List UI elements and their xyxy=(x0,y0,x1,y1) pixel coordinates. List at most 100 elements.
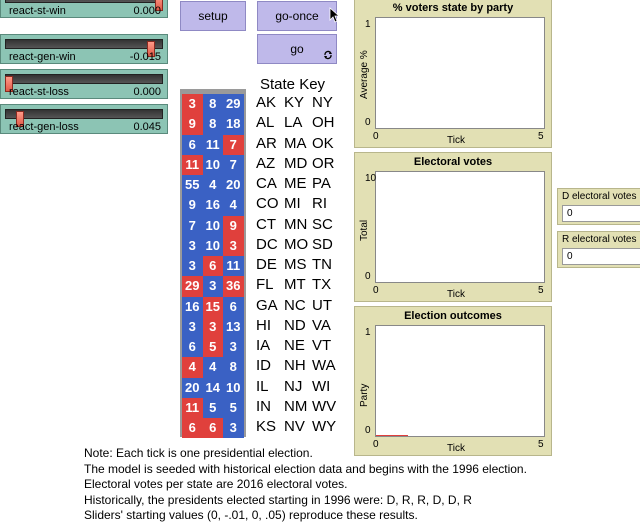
state-abbrev: KS xyxy=(256,418,277,435)
state-abbrev: VA xyxy=(312,316,331,334)
grid-cell: 3 xyxy=(223,418,244,439)
slider-label: react-gen-loss xyxy=(9,121,79,133)
grid-cell: 18 xyxy=(223,114,244,135)
grid-cell: 6 xyxy=(223,296,244,317)
state-abbrev: MO xyxy=(284,235,309,253)
state-abbrev: AZ xyxy=(256,154,276,172)
note-line: The model is seeded with historical elec… xyxy=(84,461,527,476)
grid-cell: 10 xyxy=(223,377,244,398)
grid-cell: 8 xyxy=(202,114,223,135)
grid-cell: 5 xyxy=(202,337,223,358)
plot-xmin: 0 xyxy=(373,285,379,296)
go-button[interactable]: go xyxy=(257,34,337,64)
plot-ymax: 1 xyxy=(365,19,371,30)
state-abbrev: HI xyxy=(256,316,271,334)
state-abbrev: CO xyxy=(256,195,279,213)
state-abbrev: IA xyxy=(256,337,271,354)
plot-area xyxy=(375,325,545,437)
plot-ymax: 10 xyxy=(365,173,377,184)
state-abbrev: KY xyxy=(284,94,305,111)
grid-cell: 9 xyxy=(223,215,244,236)
slider-thumb[interactable] xyxy=(154,0,163,11)
state-abbrev: OR xyxy=(312,154,335,172)
grid-cell: 14 xyxy=(202,377,223,398)
state-abbrev: NY xyxy=(312,94,333,111)
grid-cell: 7 xyxy=(223,134,244,155)
slider-thumb[interactable] xyxy=(147,41,156,57)
note-line: Electoral votes per state are 2016 elect… xyxy=(84,477,348,491)
state-abbrev: FL xyxy=(256,276,274,294)
grid-cell: 3 xyxy=(223,337,244,358)
state-abbrev: NH xyxy=(284,357,306,375)
state-abbrev: SC xyxy=(312,215,333,233)
state-abbrev: TN xyxy=(312,256,332,273)
plot-ymin: 0 xyxy=(365,425,371,436)
monitor-label: D electoral votes xyxy=(562,191,637,202)
grid-cell: 3 xyxy=(182,235,203,256)
state-abbrev: ID xyxy=(256,357,271,375)
state-abbrev: NE xyxy=(284,337,305,354)
react-gen-loss-slider[interactable]: react-gen-loss 0.045 xyxy=(0,104,168,134)
slider-track[interactable] xyxy=(5,74,163,92)
grid-cell: 16 xyxy=(202,195,223,216)
plot-title: Election outcomes xyxy=(404,310,502,322)
react-gen-win-slider[interactable]: react-gen-win-0.015 xyxy=(0,34,168,64)
slider-track[interactable] xyxy=(5,109,163,127)
grid-cell: 6 xyxy=(182,418,203,439)
grid-cell: 4 xyxy=(182,357,203,378)
state-abbrev: DE xyxy=(256,256,277,273)
grid-cell: 9 xyxy=(182,195,203,216)
state-abbrev: LA xyxy=(284,114,303,132)
go-once-button[interactable]: go-once xyxy=(257,1,339,31)
plot-area xyxy=(375,171,545,283)
state-key-row: ID NH WA xyxy=(256,357,340,374)
grid-cell: 8 xyxy=(202,94,223,115)
state-abbrev: CA xyxy=(256,175,277,192)
plot-xlabel: Tick xyxy=(447,135,465,146)
state-abbrev: MI xyxy=(284,195,301,213)
grid-cell: 6 xyxy=(202,418,223,439)
plot-xmax: 5 xyxy=(538,285,544,296)
state-abbrev: NC xyxy=(284,296,306,314)
state-abbrev: OK xyxy=(312,134,334,152)
grid-cell: 11 xyxy=(182,397,203,418)
slider-thumb[interactable] xyxy=(5,76,14,92)
state-abbrev: RI xyxy=(312,195,327,213)
state-abbrev: MD xyxy=(284,154,308,172)
slider-value: 0.045 xyxy=(133,121,161,133)
plot-area xyxy=(375,17,545,129)
state-abbrev: DC xyxy=(256,235,278,253)
state-key-title: State Key xyxy=(260,76,326,93)
grid-cell: 5 xyxy=(202,397,223,418)
slider-track[interactable] xyxy=(5,0,163,11)
state-abbrev: IN xyxy=(256,397,271,415)
state-abbrev: WY xyxy=(312,418,337,435)
grid-cell: 10 xyxy=(202,215,223,236)
state-abbrev: UT xyxy=(312,296,332,314)
slider-thumb[interactable] xyxy=(16,111,25,127)
grid-cell: 20 xyxy=(223,175,244,196)
plot-xlabel: Tick xyxy=(447,289,465,300)
setup-button-label: setup xyxy=(198,9,228,23)
slider-track[interactable] xyxy=(5,39,163,57)
grid-cell: 3 xyxy=(182,94,203,115)
setup-button[interactable]: setup xyxy=(180,1,246,31)
grid-cell: 10 xyxy=(202,154,223,175)
state-abbrev: WA xyxy=(312,357,336,375)
grid-cell: 10 xyxy=(202,235,223,256)
slider-label: react-gen-win xyxy=(9,51,76,63)
